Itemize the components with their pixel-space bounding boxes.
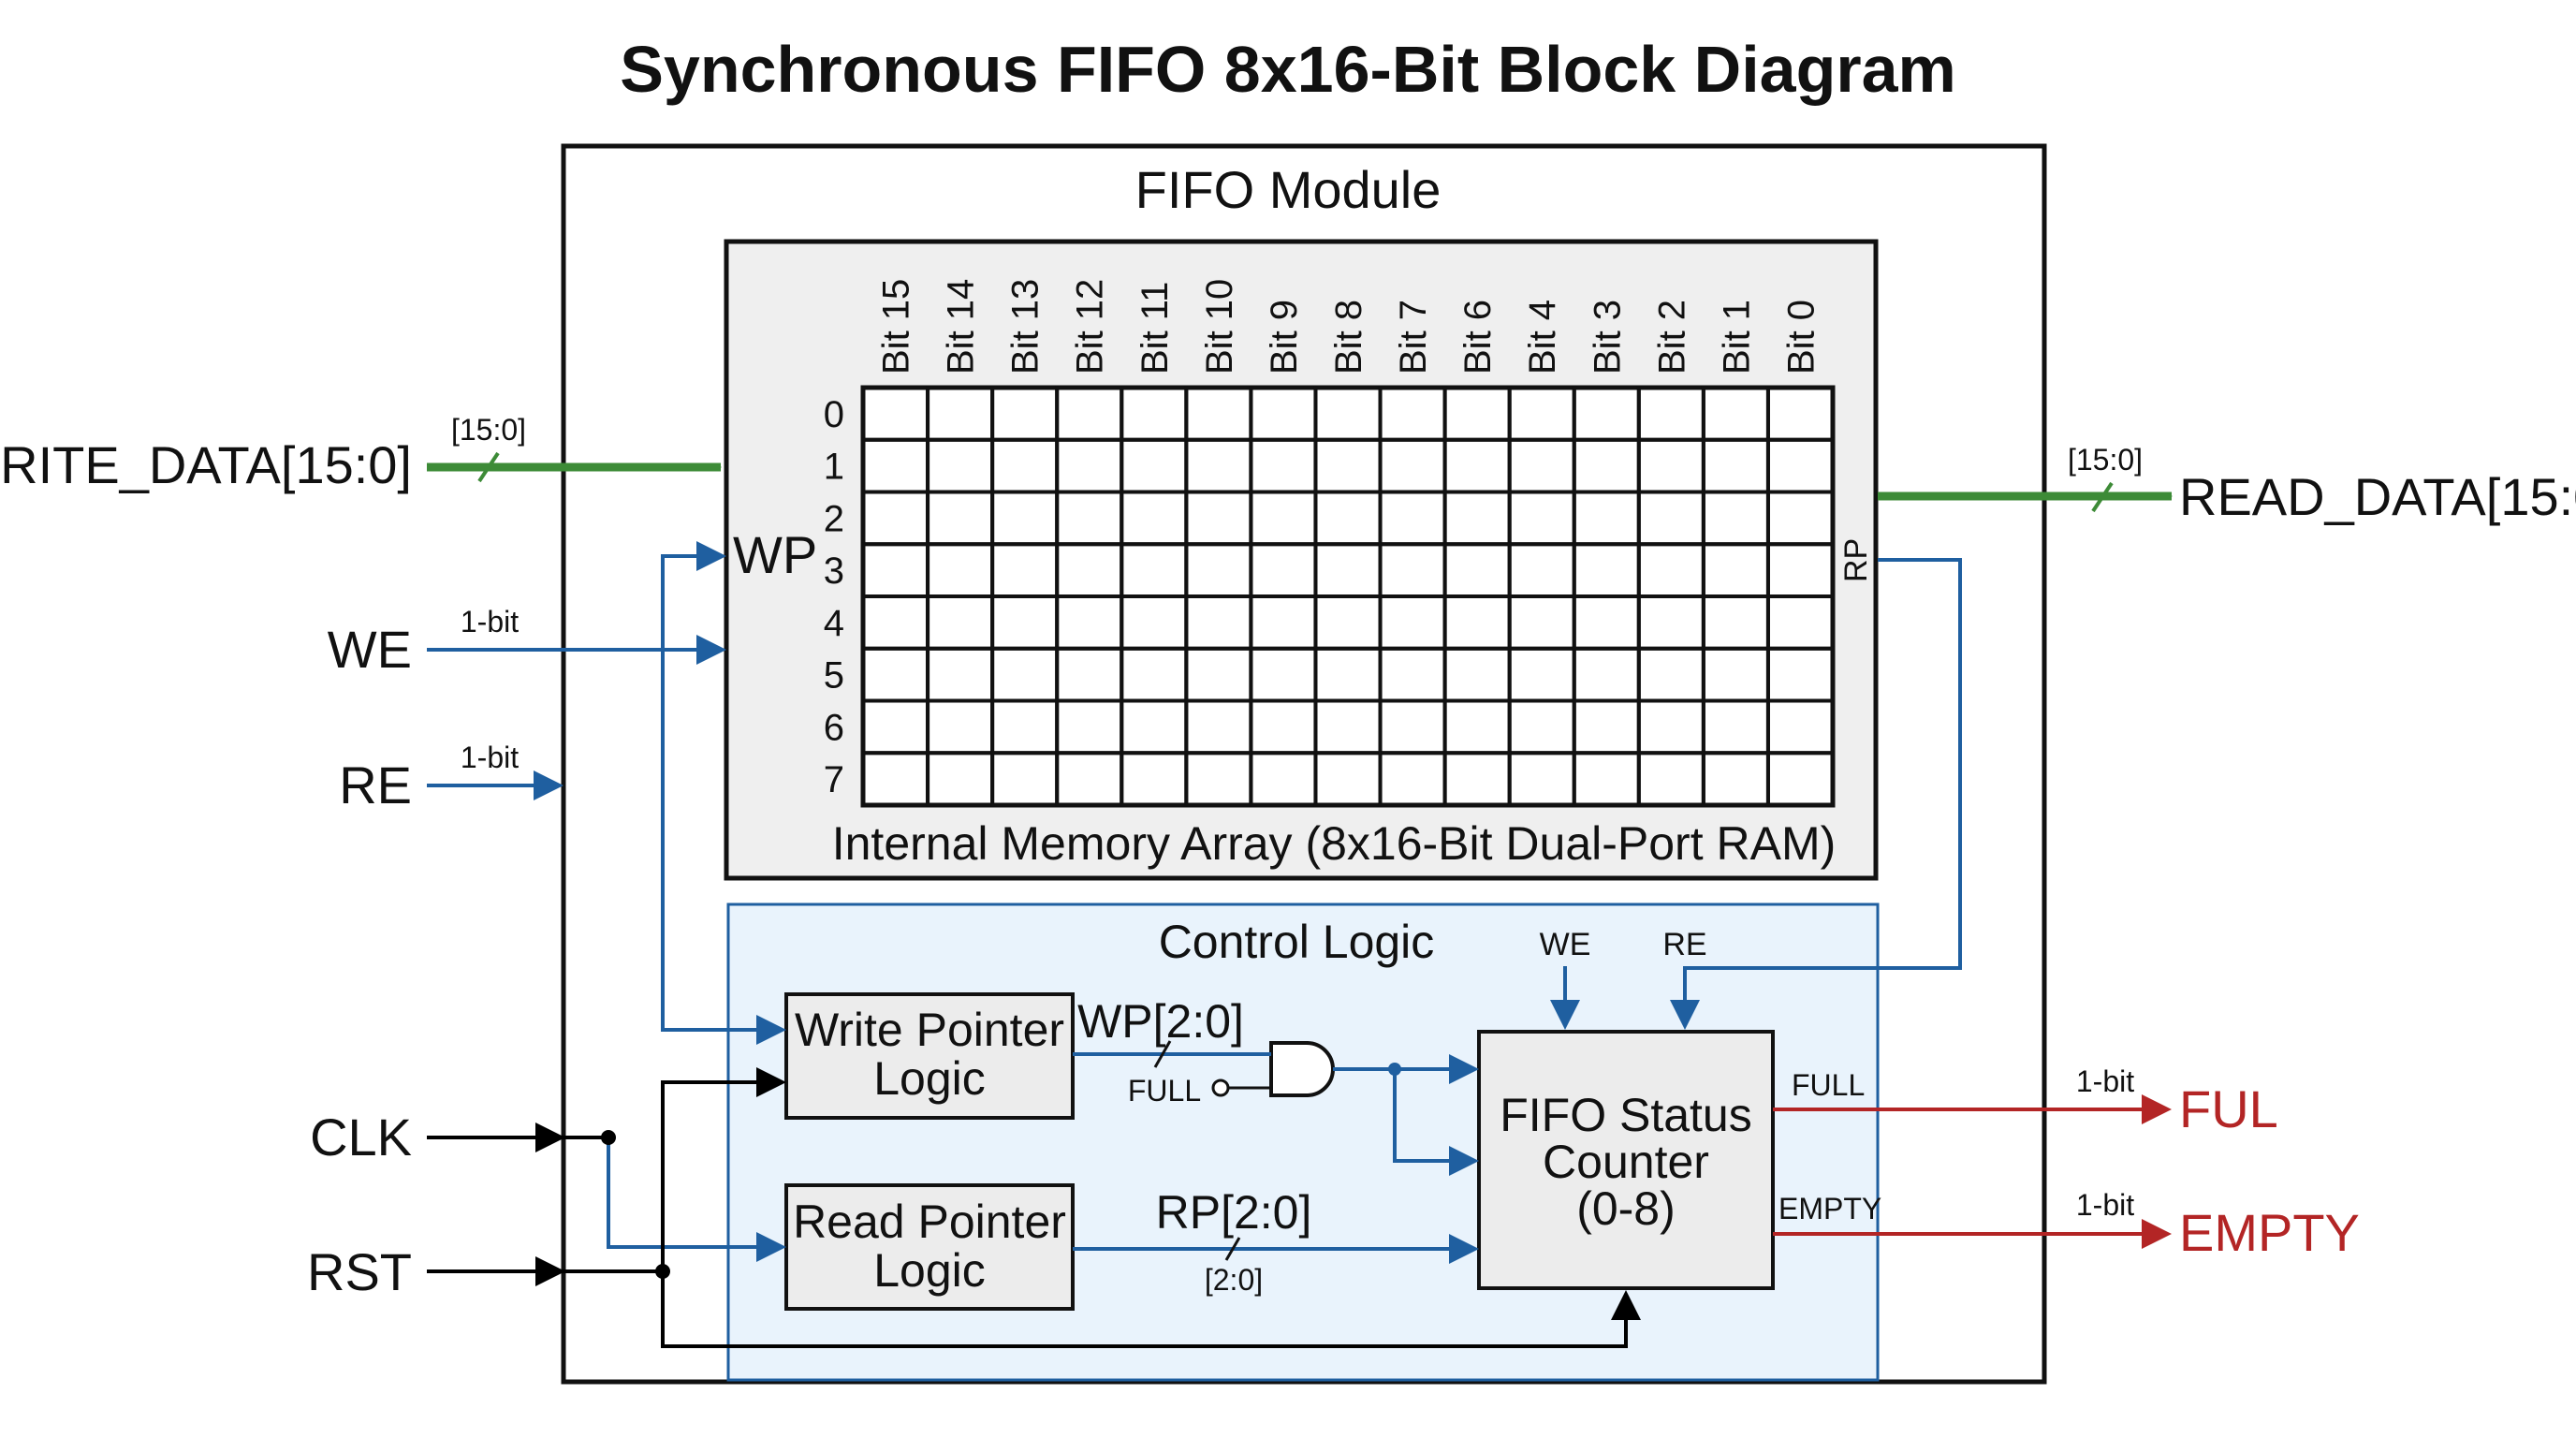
write-data-bus-slash (477, 451, 500, 483)
bit-label: Bit 14 (941, 279, 982, 374)
rst-to-write-pointer (661, 1067, 786, 1271)
row-label: 4 (824, 603, 844, 644)
and-gate-icon (1269, 1041, 1335, 1097)
ful-label: FUL (2179, 1079, 2278, 1138)
empty-width: 1-bit (2076, 1188, 2134, 1222)
row-label: 2 (824, 498, 844, 539)
full-out-label: FULL (1792, 1068, 1865, 1102)
write-data-width: [15:0] (451, 413, 526, 447)
status-counter-line3: (0-8) (1576, 1182, 1676, 1235)
clk-to-read-pointer (607, 1137, 786, 1262)
bit-label: Bit 9 (1264, 300, 1305, 374)
bit-label: Bit 1 (1716, 300, 1757, 374)
diagram-title: Synchronous FIFO 8x16-Bit Block Diagram (620, 33, 1956, 106)
row-label: 1 (824, 447, 844, 488)
row-labels: 0 1 2 3 4 5 6 7 (824, 394, 844, 800)
control-logic-title: Control Logic (1159, 916, 1435, 968)
write-pointer-label-line2: Logic (873, 1052, 986, 1105)
bit-label: Bit 4 (1522, 300, 1563, 374)
rst-label: RST (307, 1242, 412, 1301)
re-width: 1-bit (461, 741, 519, 774)
fifo-module-label: FIFO Module (1135, 160, 1442, 219)
write-pointer-label-line1: Write Pointer (795, 1004, 1064, 1056)
read-data-label: READ_DATA[15:0] (2179, 467, 2576, 526)
bit-label: Bit 13 (1005, 279, 1046, 374)
read-data-width: [15:0] (2068, 443, 2143, 477)
rst-to-status-counter (661, 1271, 1641, 1348)
re-label: RE (339, 756, 412, 814)
write-data-label: WRITE_DATA[15:0] (0, 435, 412, 494)
row-label: 6 (824, 707, 844, 748)
rp-bus-label: RP[2:0] (1156, 1186, 1312, 1239)
rp-label: RP (1838, 538, 1874, 582)
row-label: 7 (824, 759, 844, 800)
status-counter-line1: FIFO Status (1500, 1089, 1752, 1141)
full-inverter-bubble (1211, 1078, 1230, 1097)
control-we-label: WE (1540, 927, 1591, 962)
read-pointer-logic-block (784, 1183, 1075, 1311)
row-label: 5 (824, 655, 844, 697)
wp-label: WP (733, 525, 817, 584)
full-inverted-label: FULL (1128, 1074, 1201, 1108)
row-label: 0 (824, 394, 844, 435)
control-re-label: RE (1662, 927, 1706, 962)
clk-label: CLK (310, 1108, 412, 1167)
bit-label: Bit 2 (1651, 300, 1692, 374)
and-out-branch (1393, 1069, 1479, 1176)
memory-grid (860, 385, 1836, 808)
bit-label: Bit 6 (1457, 300, 1499, 374)
memory-cell (1765, 751, 1836, 807)
empty-out-label: EMPTY (1778, 1192, 1881, 1225)
bit-label: Bit 8 (1328, 300, 1369, 374)
wp-bus-label: WP[2:0] (1077, 995, 1244, 1048)
row-label: 3 (824, 550, 844, 592)
bit-label: Bit 12 (1070, 279, 1111, 374)
fifo-status-counter-block (1477, 1030, 1775, 1290)
bit-labels: Bit 15 Bit 14 Bit 13 Bit 12 Bit 11 Bit 10 Bit … (876, 279, 1822, 374)
read-data-bus-slash (2091, 481, 2114, 513)
bit-label: Bit 3 (1587, 300, 1628, 374)
bit-label: Bit 10 (1199, 279, 1240, 374)
empty-label: EMPTY (2179, 1203, 2360, 1262)
read-pointer-label-line1: Read Pointer (793, 1196, 1066, 1248)
rp-bus-slash (1224, 1237, 1241, 1261)
wp-bus-slash (1153, 1040, 1172, 1068)
ful-width: 1-bit (2076, 1064, 2134, 1098)
write-pointer-logic-block (784, 992, 1075, 1120)
rp-bus-width: [2:0] (1205, 1263, 1263, 1297)
we-width: 1-bit (461, 605, 519, 638)
bit-label: Bit 7 (1393, 300, 1434, 374)
memory-caption: Internal Memory Array (8x16-Bit Dual-Por… (832, 817, 1837, 870)
bit-label: Bit 0 (1780, 300, 1822, 374)
read-pointer-label-line2: Logic (873, 1244, 986, 1297)
rp-to-re-counter (1670, 558, 1962, 1030)
bit-label: Bit 11 (1134, 282, 1176, 374)
bit-label: Bit 15 (876, 279, 917, 374)
we-label: WE (328, 620, 412, 679)
status-counter-line2: Counter (1543, 1136, 1709, 1188)
